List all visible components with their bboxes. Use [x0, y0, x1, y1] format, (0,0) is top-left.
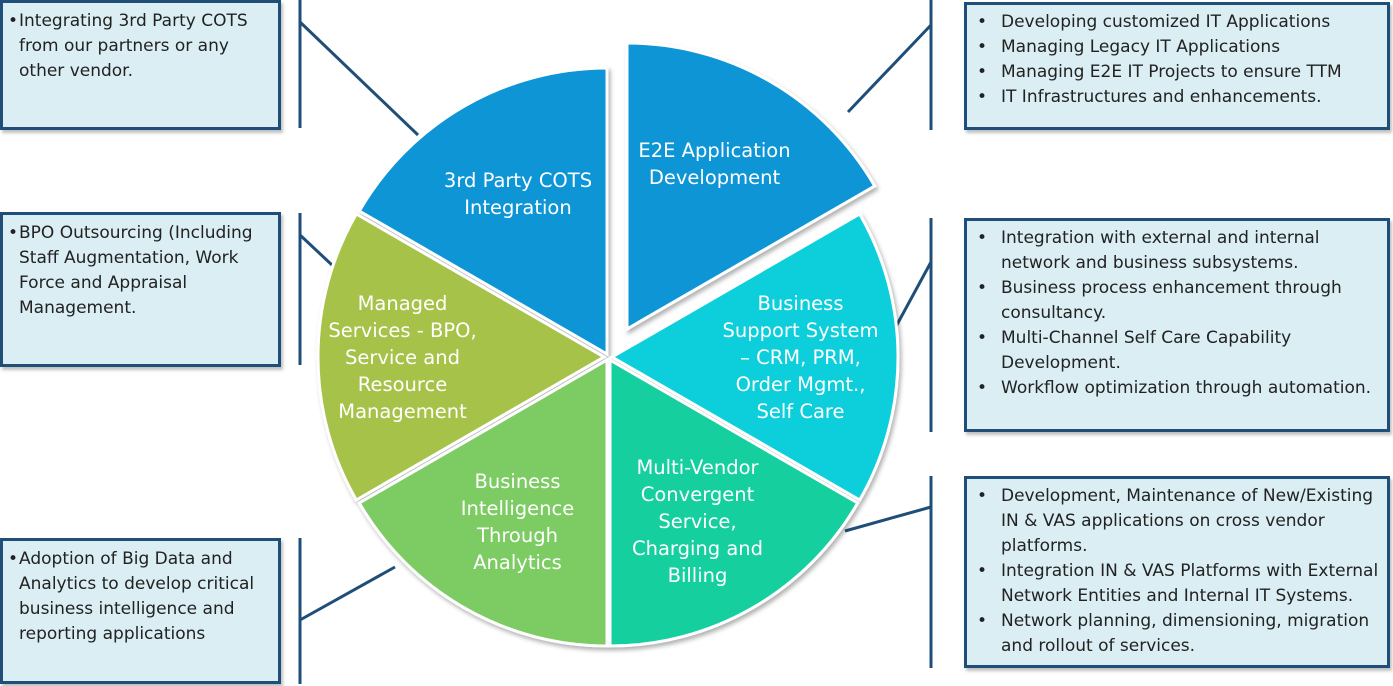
segment-label-line: Service, — [658, 510, 737, 533]
connector-diagonal-bss — [891, 261, 933, 333]
segment-label-line: Intelligence — [460, 497, 575, 520]
wheel-slice-e2e — [625, 41, 877, 332]
segment-label-cots: 3rd Party COTS Integration — [423, 167, 613, 221]
segment-label-line: Multi-Vendor — [636, 456, 759, 479]
description-item: Network planning, dimensioning, migratio… — [977, 609, 1381, 659]
description-item: Development, Maintenance of New/Existing… — [977, 484, 1381, 559]
connector-diagonal-managed — [298, 233, 334, 267]
description-item: Managing Legacy IT Applications — [977, 35, 1381, 60]
description-item: Integration with external and internal n… — [977, 226, 1381, 276]
description-box-mvc: Development, Maintenance of New/Existing… — [964, 476, 1390, 668]
description-box-bi: Adoption of Big Data and Analytics to de… — [0, 538, 281, 684]
segment-label-line: Charging and — [631, 537, 763, 560]
description-item: Multi-Channel Self Care Capability Devel… — [977, 326, 1381, 376]
description-item: Managing E2E IT Projects to ensure TTM — [977, 60, 1381, 85]
description-item: Developing customized IT Applications — [977, 10, 1381, 35]
description-box-bss: Integration with external and internal n… — [964, 218, 1390, 432]
segment-label-line: Business — [757, 292, 844, 315]
connector-diagonal-cots — [298, 20, 420, 137]
segment-label-line: Services - BPO, — [328, 319, 477, 342]
segment-label-line: Billing — [667, 564, 728, 587]
connector-diagonal-e2e — [846, 23, 933, 114]
wheel-slice-cots — [357, 66, 609, 357]
segment-label-line: E2E Application — [638, 139, 791, 162]
segment-label-line: – CRM, PRM, — [740, 346, 861, 369]
segment-label-line: Support System — [722, 319, 879, 342]
segment-label-line: Integration — [464, 196, 572, 219]
segment-label-line: Order Mgmt., — [735, 373, 866, 396]
description-item: Business process enhancement through con… — [977, 276, 1381, 326]
wheel-slices — [316, 41, 900, 648]
segment-label-line: Service and — [345, 346, 460, 369]
description-box-managed: BPO Outsourcing (Including Staff Augment… — [0, 212, 281, 367]
description-box-cots: Integrating 3rd Party COTS from our part… — [0, 0, 281, 130]
description-box-e2e: Developing customized IT Applications Ma… — [964, 2, 1390, 130]
description-item: Workflow optimization through automation… — [977, 376, 1381, 401]
segment-label-line: Resource — [357, 373, 448, 396]
wheel-slice-mvc — [608, 357, 860, 648]
connector-lines — [298, 0, 933, 684]
wheel-slice-managed — [316, 211, 608, 503]
segment-label-line: Business — [474, 470, 561, 493]
segment-label-line: Through — [477, 524, 558, 547]
segment-label-line: Development — [648, 166, 781, 189]
description-item: Integration IN & VAS Platforms with Exte… — [977, 559, 1381, 609]
description-item: IT Infrastructures and enhancements. — [977, 85, 1381, 110]
segment-label-line: Management — [338, 400, 467, 423]
description-item: Integrating 3rd Party COTS from our part… — [8, 9, 272, 84]
segment-label-line: Convergent — [640, 483, 755, 506]
segment-label-line: Managed — [357, 292, 448, 315]
connector-diagonal-mvc — [844, 505, 932, 533]
description-item: Adoption of Big Data and Analytics to de… — [8, 547, 272, 647]
segment-label-line: 3rd Party COTS — [443, 169, 593, 192]
wheel-slice-bss — [608, 211, 900, 503]
connector-diagonal-bi — [299, 565, 396, 622]
description-item: BPO Outsourcing (Including Staff Augment… — [8, 221, 272, 321]
segment-label-line: Analytics — [473, 551, 562, 574]
segment-label-line: Self Care — [756, 400, 845, 423]
wheel-slice-bi — [357, 357, 609, 648]
